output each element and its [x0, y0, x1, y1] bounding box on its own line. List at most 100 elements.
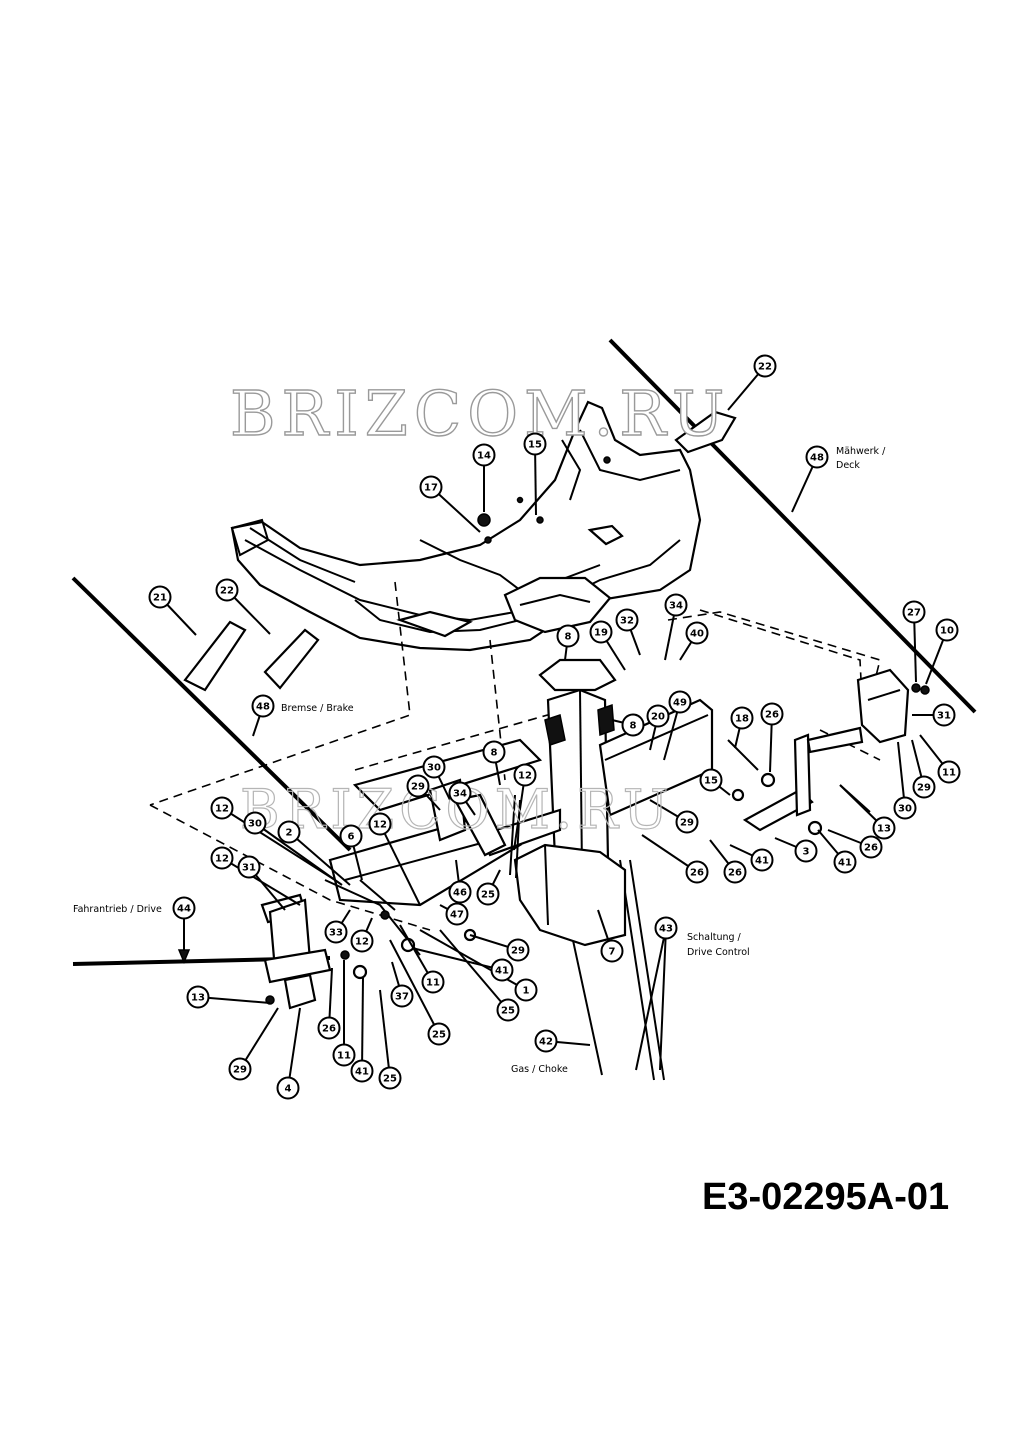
- callout-3: 3: [794, 839, 818, 863]
- callout-8: 8: [621, 713, 645, 737]
- callout-6: 6: [339, 824, 363, 848]
- callout-number: 26: [765, 710, 779, 721]
- callout-19: 19: [589, 620, 613, 644]
- callout-number: 12: [215, 854, 229, 865]
- callout-number: 29: [411, 782, 425, 793]
- callout-number: 19: [594, 628, 608, 639]
- callout-29: 29: [912, 775, 936, 799]
- callout-number: 14: [477, 451, 491, 462]
- callout-number: 12: [518, 771, 532, 782]
- callout-12: 12: [513, 763, 537, 787]
- callout-number: 31: [242, 863, 256, 874]
- callout-7: 7: [600, 939, 624, 963]
- callout-number: 8: [565, 632, 572, 643]
- callout-number: 25: [432, 1030, 446, 1041]
- drawing-code: E3-02295A-01: [702, 1176, 950, 1218]
- callout-47: 47: [445, 902, 469, 926]
- callout-46: 46: [448, 880, 472, 904]
- callout-number: 44: [177, 904, 191, 915]
- callout-44: 44: [172, 896, 196, 920]
- callout-number: 41: [355, 1067, 369, 1078]
- callout-48: 48: [805, 445, 829, 469]
- callout-number: 21: [153, 593, 167, 604]
- callout-43: 43: [654, 916, 678, 940]
- callout-number: 1: [523, 986, 530, 997]
- callout-number: 15: [528, 440, 542, 451]
- callout-number: 46: [453, 888, 467, 899]
- callout-25: 25: [378, 1066, 402, 1090]
- callout-number: 11: [942, 768, 956, 779]
- callout-number: 12: [355, 937, 369, 948]
- knob-22-left: [263, 628, 320, 690]
- callout-number: 7: [609, 947, 616, 958]
- callout-number: 49: [673, 698, 687, 709]
- callout-29: 29: [406, 774, 430, 798]
- callout-number: 2: [286, 828, 293, 839]
- callout-number: 20: [651, 712, 665, 723]
- callout-number: 13: [877, 824, 891, 835]
- callout-41: 41: [490, 958, 514, 982]
- callout-13: 13: [872, 816, 896, 840]
- callout-number: 8: [491, 748, 498, 759]
- callout-1: 1: [514, 978, 538, 1002]
- callout-26: 26: [723, 860, 747, 884]
- callout-number: 40: [690, 629, 704, 640]
- callout-15: 15: [523, 432, 547, 456]
- callout-number: 25: [383, 1074, 397, 1085]
- callout-48: 48: [251, 694, 275, 718]
- label-deck-line2: Deck: [836, 460, 860, 471]
- callout-number: 12: [215, 804, 229, 815]
- callout-number: 27: [907, 608, 921, 619]
- callout-32: 32: [615, 608, 639, 632]
- callout-number: 17: [424, 483, 438, 494]
- callout-49: 49: [668, 690, 692, 714]
- callout-number: 26: [864, 843, 878, 854]
- watermark-top: BRIZCOM.RU: [230, 377, 730, 450]
- callout-29: 29: [506, 938, 530, 962]
- callout-13: 13: [186, 985, 210, 1009]
- callout-number: 31: [937, 711, 951, 722]
- callout-number: 33: [329, 928, 343, 939]
- callout-41: 41: [833, 850, 857, 874]
- callout-14: 14: [472, 443, 496, 467]
- callout-2: 2: [277, 820, 301, 844]
- callout-number: 41: [495, 966, 509, 977]
- callout-number: 47: [450, 910, 464, 921]
- callout-20: 20: [646, 704, 670, 728]
- callout-12: 12: [368, 812, 392, 836]
- callout-29: 29: [675, 810, 699, 834]
- callout-26: 26: [685, 860, 709, 884]
- callout-33: 33: [324, 920, 348, 944]
- label-drive-control-line1: Schaltung /: [687, 932, 742, 943]
- callout-number: 48: [810, 453, 824, 464]
- callout-number: 6: [348, 832, 355, 843]
- callout-number: 13: [191, 993, 205, 1004]
- label-drive: Fahrantrieb / Drive: [73, 904, 162, 915]
- knob-22-top: [674, 410, 737, 454]
- callout-number: 29: [233, 1065, 247, 1076]
- callout-30: 30: [422, 755, 446, 779]
- callout-number: 11: [426, 978, 440, 989]
- callout-number: 25: [481, 890, 495, 901]
- label-deck-line1: Mähwerk /: [836, 446, 886, 457]
- callout-number: 32: [620, 616, 634, 627]
- callout-number: 30: [248, 819, 262, 830]
- callout-34: 34: [664, 593, 688, 617]
- callout-25: 25: [476, 882, 500, 906]
- callout-34: 34: [448, 781, 472, 805]
- callout-8: 8: [556, 624, 580, 648]
- callout-30: 30: [893, 796, 917, 820]
- callout-number: 29: [917, 783, 931, 794]
- callout-number: 41: [755, 856, 769, 867]
- callout-21: 21: [148, 585, 172, 609]
- callout-number: 25: [501, 1006, 515, 1017]
- callout-number: 37: [395, 992, 409, 1003]
- callout-number: 15: [704, 776, 718, 787]
- label-gas-choke: Gas / Choke: [511, 1064, 568, 1075]
- label-drive-control-line2: Drive Control: [687, 947, 750, 958]
- callout-number: 26: [690, 868, 704, 879]
- callout-number: 34: [453, 789, 467, 800]
- callout-26: 26: [760, 702, 784, 726]
- callout-41: 41: [350, 1059, 374, 1083]
